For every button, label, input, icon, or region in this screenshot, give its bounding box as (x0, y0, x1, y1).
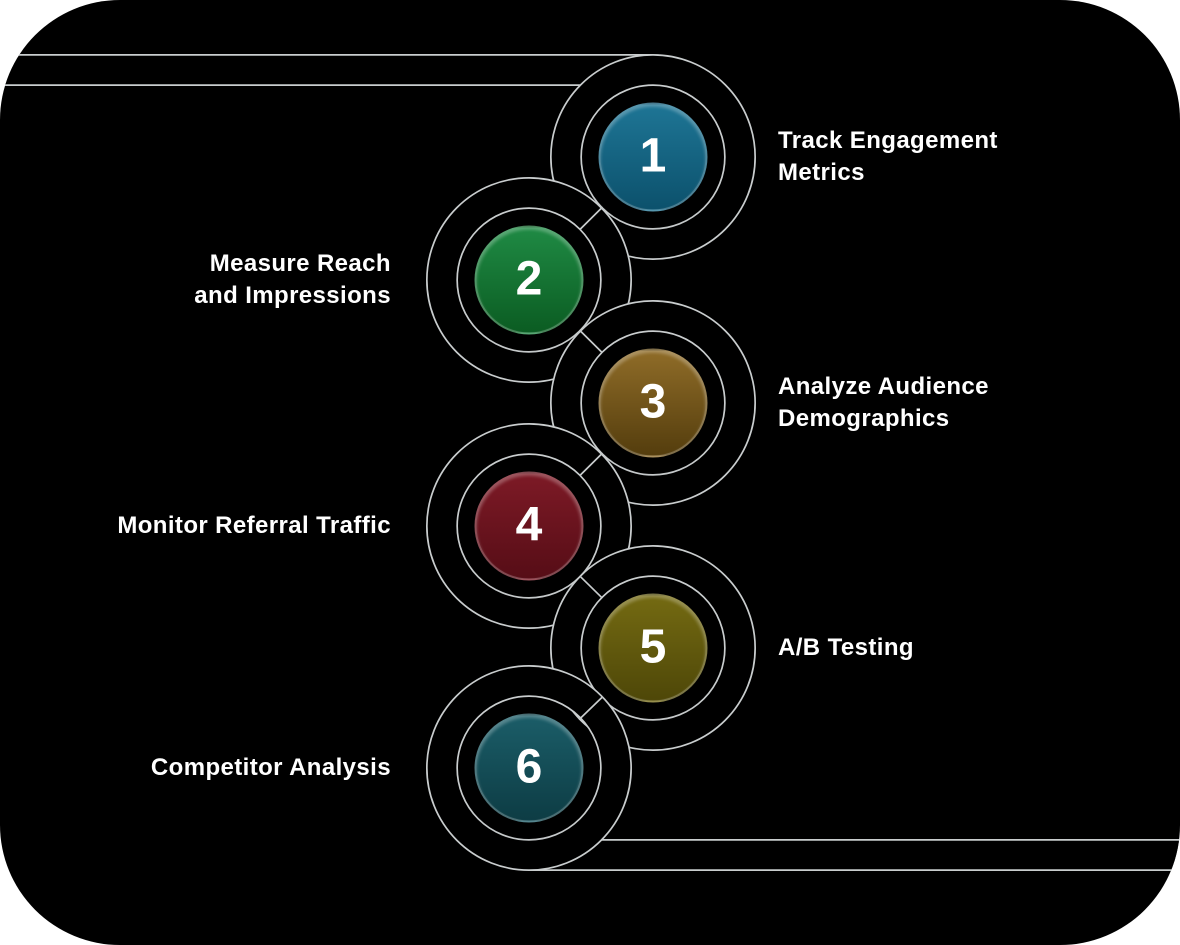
step-circle-4: 4 (474, 471, 584, 581)
road-loop-1 (550, 54, 756, 260)
step-label-6: Competitor Analysis (150, 754, 391, 781)
road-loop-5 (550, 545, 756, 751)
step-label-4: Monitor Referral Traffic (117, 512, 391, 539)
step-circle-2: 2 (474, 225, 584, 335)
step-number-6: 6 (515, 740, 543, 793)
step-label-1: Track Engagement Metrics (778, 127, 998, 186)
step-circle-3: 3 (598, 348, 708, 458)
road-loop-4 (426, 423, 632, 629)
step-number-1: 1 (639, 129, 667, 182)
step-number-4: 4 (515, 498, 543, 551)
step-label-3: Analyze Audience Demographics (778, 373, 989, 432)
road-loop-3 (550, 300, 756, 506)
road-junction-seams (578, 206, 604, 721)
road-loop-6 (426, 665, 632, 871)
step-number-5: 5 (639, 620, 667, 673)
step-circle-5: 5 (598, 593, 708, 703)
step-label-2: Measure Reach and Impressions (194, 250, 391, 309)
road-loop-2 (426, 177, 632, 383)
step-circle-6: 6 (474, 713, 584, 823)
step-label-5: A/B Testing (778, 634, 914, 661)
step-number-2: 2 (515, 252, 543, 305)
step-number-3: 3 (639, 375, 667, 428)
step-circle-1: 1 (598, 102, 708, 212)
